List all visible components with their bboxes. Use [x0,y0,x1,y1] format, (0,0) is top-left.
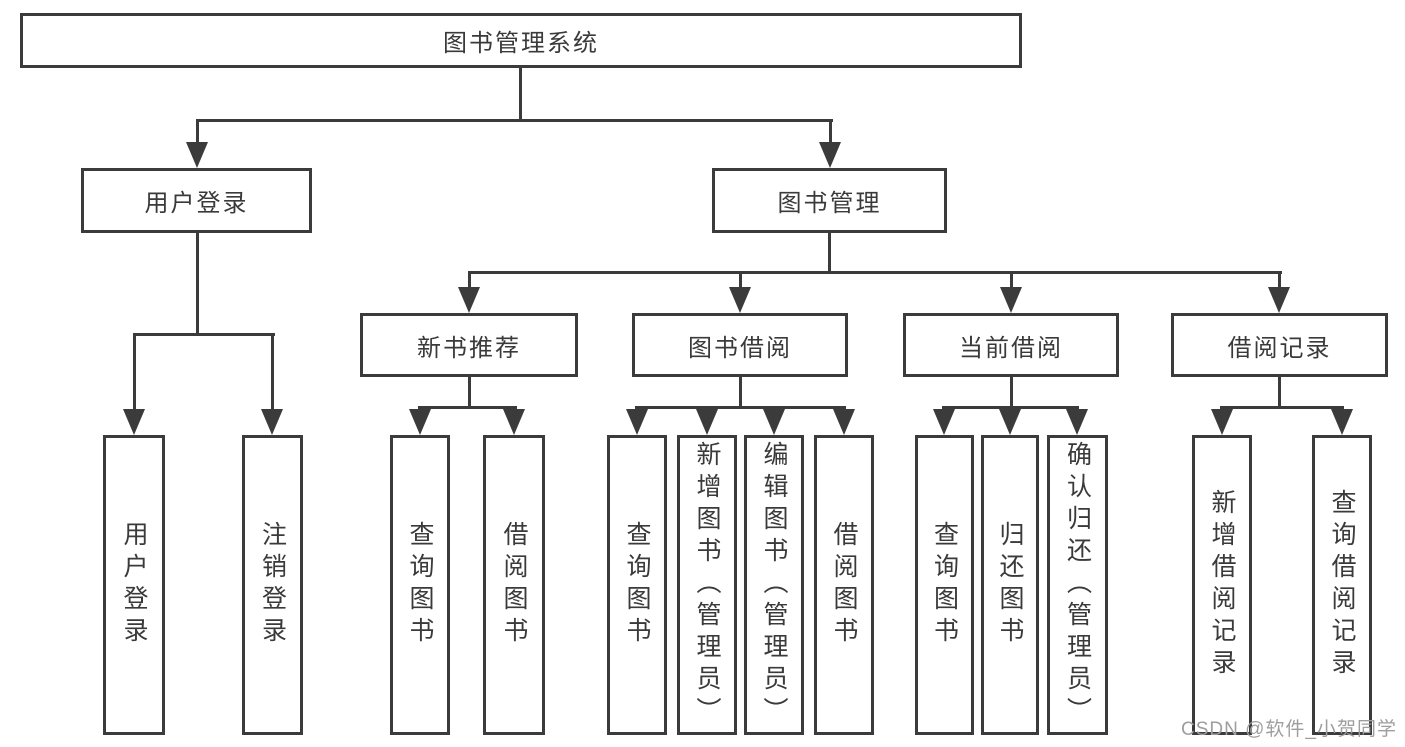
arrow-down-icon [1000,287,1022,313]
connector-hline [1220,406,1344,409]
arrow-down-icon [1268,287,1290,313]
node-book-borrow: 图书借阅 [632,313,848,377]
arrow-down-icon [1066,409,1088,435]
arrow-down-icon [626,409,648,435]
leaf-query-books-1: 查询图书 [390,435,450,735]
node-book-management: 图书管理 [712,168,947,233]
connector-hline [418,406,517,409]
node-new-book-recommend: 新书推荐 [360,313,578,377]
connector-vline [1010,271,1013,289]
arrow-down-icon [729,287,751,313]
connector-vline [829,119,832,145]
arrow-down-icon [999,409,1021,435]
arrow-down-icon [261,409,283,435]
connector-vline [133,333,136,411]
arrow-down-icon [763,409,785,435]
connector-vline [196,119,199,145]
arrow-down-icon [1211,409,1233,435]
connector-vline [1278,271,1281,289]
arrow-down-icon [186,142,208,168]
leaf-query-books-2: 查询图书 [607,435,667,735]
arrow-down-icon [1331,409,1353,435]
connector-hline [942,406,1079,409]
connector-vline [468,377,471,408]
node-current-borrow: 当前借阅 [903,313,1119,377]
arrow-down-icon [503,409,525,435]
connector-vline [468,271,471,289]
node-borrow-records: 借阅记录 [1171,313,1388,377]
connector-hline [468,271,1282,274]
arrow-down-icon [458,287,480,313]
connector-vline [196,233,199,335]
connector-vline [1010,377,1013,408]
connector-vline [519,68,522,120]
arrow-down-icon [819,142,841,168]
leaf-query-books-3: 查询图书 [915,435,974,735]
connector-hline [635,406,846,409]
leaf-query-borrow-record: 查询借阅记录 [1312,435,1372,735]
leaf-edit-book-admin: 编辑图书（管理员） [744,435,804,735]
arrow-down-icon [409,409,431,435]
connector-vline [739,377,742,408]
watermark: CSDN @软件_小贺同学 [1181,719,1397,740]
connector-hline [133,333,275,336]
connector-vline [271,333,274,411]
node-root: 图书管理系统 [20,13,1022,68]
connector-vline [1278,377,1281,408]
arrow-down-icon [696,409,718,435]
leaf-add-book-admin: 新增图书（管理员） [677,435,737,735]
leaf-logout: 注销登录 [242,435,303,735]
connector-hline [196,119,833,122]
node-user-login: 用户登录 [81,168,312,233]
arrow-down-icon [123,409,145,435]
leaf-user-login: 用户登录 [103,435,165,735]
leaf-borrow-books-1: 借阅图书 [483,435,545,735]
leaf-return-book: 归还图书 [981,435,1039,735]
leaf-borrow-books-2: 借阅图书 [814,435,874,735]
arrow-down-icon [933,409,955,435]
connector-vline [828,233,831,273]
connector-vline [739,271,742,289]
leaf-confirm-return-admin: 确认归还（管理员） [1047,435,1108,735]
leaf-add-borrow-record: 新增借阅记录 [1192,435,1252,735]
arrow-down-icon [833,409,855,435]
